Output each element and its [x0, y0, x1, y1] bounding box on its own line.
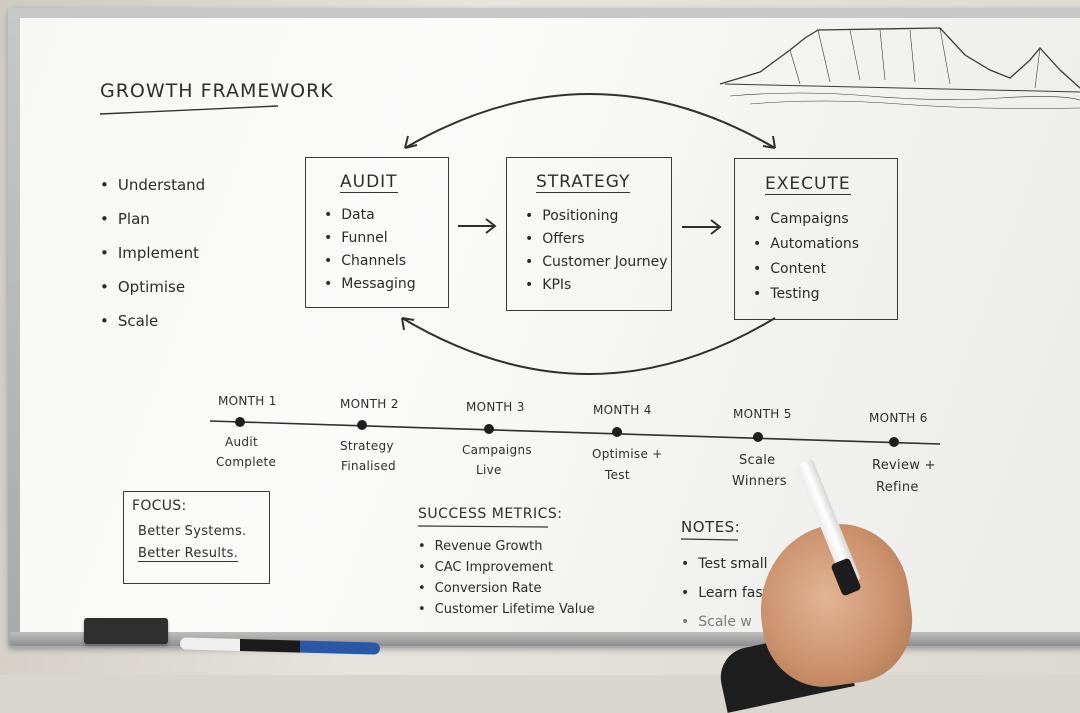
timeline-month: MONTH 2 — [340, 397, 399, 411]
list-item: Offers — [525, 228, 668, 251]
timeline-label: Live — [476, 463, 502, 477]
list-item: Positioning — [525, 205, 668, 228]
mountain-sketch-icon — [720, 28, 1080, 109]
list-item: CAC Improvement — [418, 557, 595, 578]
box-heading: EXECUTE — [765, 174, 851, 195]
page-title: GROWTH FRAMEWORK — [100, 80, 334, 102]
notes-heading: NOTES: — [681, 518, 740, 536]
list-item: Implement — [100, 236, 205, 270]
timeline-month: MONTH 5 — [733, 407, 792, 421]
metrics-underline — [418, 526, 548, 527]
timeline-month: MONTH 1 — [218, 394, 277, 408]
list-item: Customer Lifetime Value — [418, 599, 595, 620]
eraser[interactable] — [84, 618, 168, 644]
timeline-month: MONTH 3 — [466, 400, 525, 414]
focus-line: Better Results. — [138, 546, 238, 562]
timeline-label: Finalised — [341, 459, 396, 473]
list-item: Test small — [681, 550, 768, 579]
list-item: Content — [753, 257, 859, 282]
focus-line: Better Systems. — [138, 524, 246, 539]
list-item: Funnel — [324, 227, 416, 250]
title-underline — [100, 106, 278, 114]
strategy-box: STRATEGY Positioning Offers Customer Jou… — [506, 157, 672, 311]
timeline-line — [210, 421, 940, 444]
list-item: KPIs — [525, 274, 668, 297]
list-item: Plan — [100, 202, 205, 236]
box-list: Data Funnel Channels Messaging — [324, 204, 416, 296]
timeline-label: Optimise + — [592, 447, 663, 461]
list-item: Messaging — [324, 273, 416, 296]
execute-box: EXECUTE Campaigns Automations Content Te… — [734, 158, 898, 320]
list-item: Testing — [753, 282, 859, 307]
metrics-list: Revenue Growth CAC Improvement Conversio… — [418, 536, 595, 620]
list-item: Conversion Rate — [418, 578, 595, 599]
metrics-heading: SUCCESS METRICS: — [418, 506, 562, 522]
list-item: Automations — [753, 232, 859, 257]
timeline-label: Scale — [739, 453, 775, 468]
list-item: Campaigns — [753, 207, 859, 232]
timeline-label: Audit — [225, 435, 255, 449]
timeline-label: Strategy — [340, 439, 394, 453]
marker-tray — [10, 632, 1080, 646]
list-item: Channels — [324, 250, 416, 273]
list-item: Optimise — [100, 270, 205, 304]
audit-box: AUDIT Data Funnel Channels Messaging — [305, 157, 449, 308]
list-item: Understand — [100, 168, 205, 202]
timeline-label: Complete — [216, 455, 276, 469]
list-item: Data — [324, 204, 416, 227]
box-heading: STRATEGY — [536, 172, 630, 193]
timeline-month: MONTH 4 — [593, 403, 652, 417]
box-heading: AUDIT — [340, 172, 398, 193]
left-list: Understand Plan Implement Optimise Scale — [100, 168, 205, 338]
timeline-label: Review + — [872, 458, 936, 473]
timeline-label: Winners — [732, 474, 787, 489]
notes-list: Test small Learn fast Scale w — [681, 550, 768, 637]
focus-box: FOCUS: Better Systems. Better Results. — [123, 491, 270, 584]
timeline-month: MONTH 6 — [869, 411, 928, 425]
list-item: Revenue Growth — [418, 536, 595, 557]
list-item: Learn fast — [681, 579, 768, 608]
notes-underline — [681, 539, 738, 540]
box-list: Campaigns Automations Content Testing — [753, 207, 859, 307]
list-item: Scale — [100, 304, 205, 338]
timeline-label: Test — [605, 468, 630, 482]
list-item: Customer Journey — [525, 251, 668, 274]
timeline-label: Campaigns — [462, 443, 532, 457]
box-list: Positioning Offers Customer Journey KPIs — [525, 205, 668, 297]
focus-heading: FOCUS: — [132, 498, 187, 514]
timeline-label: Refine — [876, 480, 919, 495]
